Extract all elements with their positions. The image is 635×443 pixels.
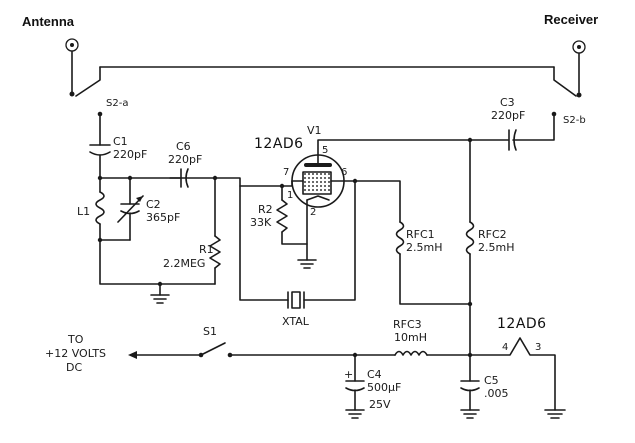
rfc2-value: 2.5mH (478, 241, 514, 254)
heater-type: 12AD6 (497, 316, 547, 332)
c6-value: 220pF (168, 153, 202, 166)
choke-rfc2 (465, 139, 475, 356)
c4-polarity: + (344, 368, 353, 381)
pin-5: 5 (322, 145, 328, 156)
s1-label: S1 (203, 325, 217, 338)
antenna-terminal (65, 38, 79, 97)
crystal-xtal (239, 180, 356, 309)
v1-type: 12AD6 (254, 136, 304, 152)
power-line1: TO (67, 333, 84, 346)
pin-1: 1 (287, 190, 293, 201)
capacitor-c1 (89, 115, 111, 179)
v1-ref: V1 (307, 124, 322, 137)
r2-value: 33K (250, 216, 272, 229)
ground-bus-left (99, 239, 216, 285)
c5-ref: C5 (484, 374, 499, 387)
power-line3: DC (66, 361, 82, 374)
receiver-label: Receiver (544, 12, 598, 27)
rfc3-value: 10mH (394, 331, 427, 344)
choke-rfc3 (394, 350, 471, 356)
s2b-label: S2-b (563, 115, 586, 126)
rfc1-value: 2.5mH (406, 241, 442, 254)
xtal-ref: XTAL (282, 315, 310, 328)
pin-6: 6 (341, 167, 347, 178)
variable-capacitor-c2 (117, 177, 144, 241)
c2-value: 365pF (146, 211, 180, 224)
switch-s2a (75, 66, 103, 117)
c1-ref: C1 (113, 135, 128, 148)
c3-ref: C3 (500, 96, 515, 109)
tube-v1 (291, 139, 471, 261)
ground-symbol-1 (150, 283, 170, 304)
antenna-label: Antenna (22, 14, 75, 29)
switch-s1 (198, 342, 396, 358)
s2a-label: S2-a (106, 98, 128, 109)
pin-2: 2 (310, 207, 316, 218)
c4-voltage: 25V (369, 398, 391, 411)
capacitor-c6 (169, 168, 189, 188)
c2-ref: C2 (146, 198, 161, 211)
rfc2-ref: RFC2 (478, 228, 507, 241)
capacitor-c3 (469, 115, 555, 151)
c5-value: .005 (484, 387, 509, 400)
switch-s2b (551, 66, 577, 117)
heater-filament (469, 337, 566, 419)
pin-4: 4 (502, 342, 508, 353)
c4-ref: C4 (367, 368, 382, 381)
c4-value: 500µF (367, 381, 401, 394)
power-input-arrow (128, 351, 201, 359)
l1-ref: L1 (77, 205, 90, 218)
receiver-terminal (572, 40, 586, 98)
c3-value: 220pF (491, 109, 525, 122)
rfc3-ref: RFC3 (393, 318, 422, 331)
ground-symbol-2 (297, 259, 317, 269)
r2-ref: R2 (258, 203, 273, 216)
r1-ref: R1 (199, 243, 214, 256)
capacitor-c4 (345, 354, 365, 419)
power-line2: +12 VOLTS (45, 347, 106, 360)
rfc1-ref: RFC1 (406, 228, 435, 241)
inductor-l1 (95, 177, 131, 241)
resistor-r1 (209, 177, 221, 285)
c6-ref: C6 (176, 140, 191, 153)
capacitor-c5 (460, 354, 480, 419)
choke-rfc1 (354, 180, 471, 305)
resistor-r2 (276, 185, 308, 245)
r1-value: 2.2MEG (163, 257, 205, 270)
c1-value: 220pF (113, 148, 147, 161)
pin-7: 7 (283, 167, 289, 178)
pin-3: 3 (535, 342, 541, 353)
